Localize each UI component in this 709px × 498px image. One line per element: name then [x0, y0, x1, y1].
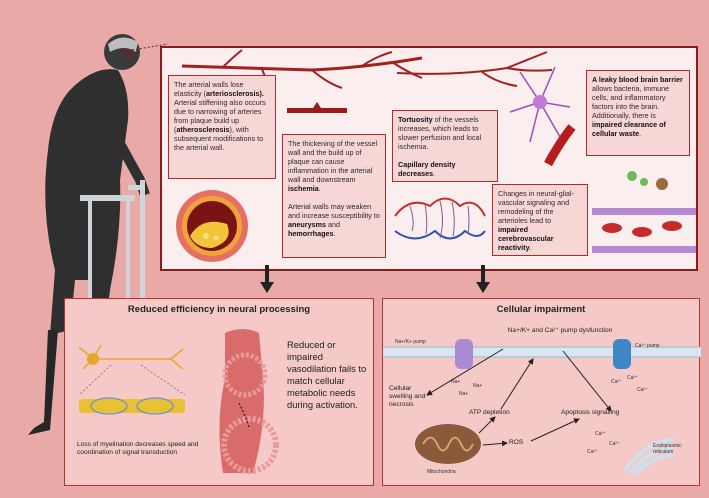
swelling-necrosis-label: Cellular swelling and necrosis: [389, 385, 426, 408]
vasodilation-text: Reduced or impaired vasodilation fails t…: [287, 339, 367, 410]
endoplasmic-reticulum-icon: [623, 437, 674, 475]
na-label-2: Na+: [473, 383, 483, 389]
cerebrovascular-reactivity-text-box: Changes in neural-glial-vascular signali…: [492, 184, 588, 256]
na-label-3: Na+: [459, 391, 469, 397]
apoptosis-label: Apoptosis signalling: [561, 409, 620, 416]
er-label: Endoplasmic reticulum: [653, 443, 682, 455]
na-k-pump-icon: [455, 339, 473, 369]
cellular-impairment-panel: Cellular impairment Na+/K+ pump Ca²⁺ pum…: [382, 298, 701, 486]
blood-vessel-vasodilation-illustration: [219, 329, 279, 474]
atp-depletion-label: ATP depletion: [469, 409, 510, 416]
myelinated-neuron-illustration: [78, 344, 186, 415]
na-label-1: Na+: [451, 379, 461, 385]
ca-pump-icon: [613, 339, 631, 369]
cell-membrane-illustration: [383, 346, 701, 358]
myelination-caption: Loss of myelination decreases speed and …: [77, 441, 199, 456]
pump-dysfunction-label: Na+/K+ and Ca²⁺ pump dysfunction: [507, 327, 613, 334]
neural-processing-title: Reduced efficiency in neural processing: [127, 304, 311, 315]
pathway-arrows: [426, 348, 612, 447]
branching-vessel-illustration: [397, 51, 553, 87]
leaky-barrier-illustration: [592, 171, 696, 253]
mitochondria-label: Mitochondria: [427, 469, 456, 475]
arrow-down-right-icon: [476, 265, 490, 293]
cellular-impairment-title: Cellular impairment: [496, 304, 586, 315]
na-k-pump-label: Na+/K+ pump: [395, 339, 426, 345]
vessel-thickening-text-box: The thickening of the vessel wall and th…: [282, 134, 386, 258]
ca-label-3: Ca²⁺: [637, 387, 648, 393]
arteriosclerosis-text-box: The arterial walls lose elasticity (arte…: [168, 75, 276, 179]
ca-label-4: Ca²⁺: [595, 431, 606, 437]
ca-label-2: Ca²⁺: [627, 375, 638, 381]
mitochondria-icon: [415, 424, 481, 464]
capillary-network-illustration: [394, 197, 486, 240]
artery-cross-section-icon: [176, 190, 248, 262]
neuron-vessel-illustration: [509, 66, 576, 167]
ca-pump-label: Ca²⁺ pump: [635, 343, 660, 349]
blood-brain-barrier-text-box: A leaky blood brain barrier allows bacte…: [586, 70, 690, 156]
arrow-down-left-icon: [260, 265, 274, 293]
ca-label-6: Ca²⁺: [587, 449, 598, 455]
vascular-changes-panel: The arterial walls lose elasticity (arte…: [160, 46, 698, 271]
plaque-vessel-section-icon: [287, 102, 347, 113]
neural-processing-panel: Reduced efficiency in neural processing …: [64, 298, 374, 486]
ca-label-5: Ca²⁺: [609, 441, 620, 447]
ros-label: ROS: [509, 439, 524, 446]
ca-label-1: Ca²⁺: [611, 379, 622, 385]
tortuosity-text-box: Tortuosity of the vessels increases, whi…: [392, 110, 498, 182]
